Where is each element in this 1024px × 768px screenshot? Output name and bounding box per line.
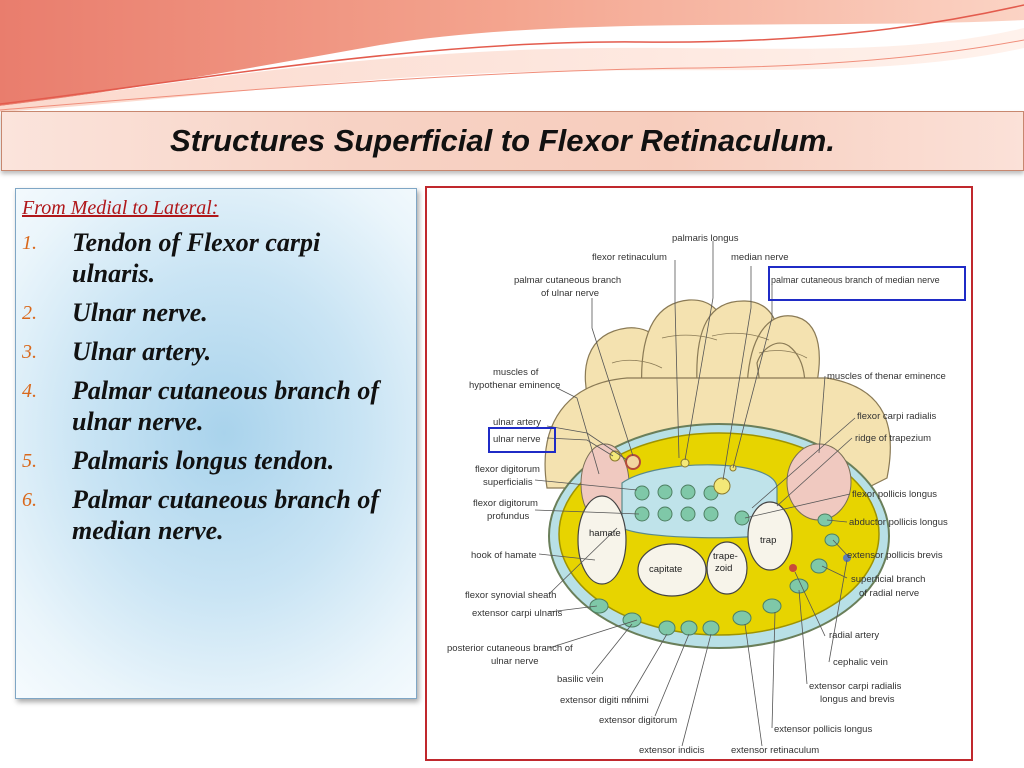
label-ecr-1: extensor carpi radialis bbox=[809, 681, 902, 692]
structures-list-panel: From Medial to Lateral: 1. Tendon of Flex… bbox=[15, 188, 417, 699]
label-muscles-thenar: muscles of thenar eminence bbox=[827, 371, 946, 382]
label-extensor-retinaculum: extensor retinaculum bbox=[731, 745, 819, 756]
label-fds-2: superficialis bbox=[483, 477, 533, 488]
ulnar-artery-circle bbox=[625, 454, 641, 470]
structures-list: 1. Tendon of Flexor carpi ulnaris. 2. Ulna… bbox=[22, 228, 406, 546]
label-posterior-cutaneous-2: ulnar nerve bbox=[491, 656, 539, 667]
bone-label-capitate: capitate bbox=[649, 564, 682, 575]
label-muscles-hypothenar-1: muscles of bbox=[493, 367, 539, 378]
list-item: 4. Palmar cutaneous branch of ulnar nerve… bbox=[22, 376, 406, 438]
list-item-number: 6. bbox=[22, 488, 37, 511]
label-fdp-2: profundus bbox=[487, 511, 530, 522]
label-superficial-radial-1: superficial branch bbox=[851, 574, 925, 585]
ulnar-nerve-circle bbox=[609, 450, 621, 462]
flexor-tendons bbox=[634, 484, 750, 526]
list-item-number: 3. bbox=[22, 340, 37, 363]
leader-lines bbox=[534, 241, 856, 747]
label-median-nerve: median nerve bbox=[731, 252, 789, 263]
radial-artery-dot bbox=[789, 564, 797, 572]
finger-creases bbox=[611, 332, 808, 369]
label-ecr-2: longus and brevis bbox=[820, 694, 895, 705]
list-item: 6. Palmar cutaneous branch of median nerv… bbox=[22, 485, 406, 547]
palmaris-longus-dot bbox=[680, 458, 690, 468]
label-extensor-pollicis-longus: extensor pollicis longus bbox=[774, 724, 872, 735]
list-item-number: 5. bbox=[22, 449, 37, 472]
label-extensor-indicis: extensor indicis bbox=[639, 745, 705, 756]
label-palmar-cutaneous-ulnar-1: palmar cutaneous branch bbox=[514, 275, 621, 286]
label-fds-1: flexor digitorum bbox=[475, 464, 540, 475]
label-muscles-hypothenar-2: hypothenar eminence bbox=[469, 380, 560, 391]
highlight-box-palmar-cutaneous-median bbox=[768, 266, 966, 301]
anatomy-figure-frame: hamate capitate trape- zoid trap bbox=[425, 186, 973, 761]
label-cephalic-vein: cephalic vein bbox=[833, 657, 888, 668]
list-item: 1. Tendon of Flexor carpi ulnaris. bbox=[22, 228, 406, 290]
thenar-muscle bbox=[786, 443, 852, 521]
list-item-text: Palmaris longus tendon. bbox=[72, 445, 335, 475]
bone-label-hamate: hamate bbox=[589, 528, 621, 539]
list-item-text: Ulnar artery. bbox=[72, 336, 212, 366]
list-item-text: Palmar cutaneous branch of median nerve. bbox=[72, 484, 379, 545]
label-ridge-of-trapezium: ridge of trapezium bbox=[855, 433, 931, 444]
slide-title: Structures Superficial to Flexor Retinac… bbox=[170, 123, 835, 158]
extensor-tendons bbox=[589, 513, 840, 636]
label-ulnar-artery: ulnar artery bbox=[493, 417, 541, 428]
label-hook-of-hamate: hook of hamate bbox=[471, 550, 537, 561]
highlight-box-ulnar-nerve bbox=[488, 427, 556, 453]
label-palmar-cutaneous-ulnar-2: of ulnar nerve bbox=[541, 288, 599, 299]
cephalic-vein-dot bbox=[843, 554, 851, 562]
label-fdp-1: flexor digitorum bbox=[473, 498, 538, 509]
label-radial-artery: radial artery bbox=[829, 630, 879, 641]
bone-label-trapezoid-1: trape- bbox=[713, 551, 738, 562]
median-nerve-circle bbox=[713, 477, 731, 495]
header-swoosh-decoration bbox=[0, 0, 1024, 112]
list-item-number: 2. bbox=[22, 301, 37, 324]
list-item-text: Ulnar nerve. bbox=[72, 297, 208, 327]
label-basilic-vein: basilic vein bbox=[557, 674, 603, 685]
wrist-cross-section-diagram: hamate capitate trape- zoid trap bbox=[447, 233, 966, 756]
label-extensor-digitorum: extensor digitorum bbox=[599, 715, 677, 726]
list-item: 3. Ulnar artery. bbox=[22, 337, 406, 368]
label-extensor-digiti-minimi: extensor digiti minimi bbox=[560, 695, 649, 706]
list-item-text: Tendon of Flexor carpi ulnaris. bbox=[72, 228, 321, 288]
list-item-text: Palmar cutaneous branch of ulnar nerve. bbox=[72, 375, 379, 436]
title-bar: Structures Superficial to Flexor Retinac… bbox=[1, 111, 1024, 171]
label-posterior-cutaneous-1: posterior cutaneous branch of bbox=[447, 643, 573, 654]
label-flexor-synovial-sheath: flexor synovial sheath bbox=[465, 590, 556, 601]
list-item-number: 1. bbox=[22, 232, 37, 254]
bone-label-trapezoid-2: zoid bbox=[715, 563, 732, 574]
label-flexor-retinaculum: flexor retinaculum bbox=[592, 252, 667, 263]
label-abductor-pollicis-longus: abductor pollicis longus bbox=[849, 517, 948, 528]
label-palmar-cutaneous-median: palmar cutaneous branch of median nerve bbox=[771, 275, 940, 285]
label-palmaris-longus: palmaris longus bbox=[672, 233, 739, 244]
label-extensor-pollicis-brevis: extensor pollicis brevis bbox=[847, 550, 943, 561]
label-extensor-carpi-ulnaris: extensor carpi ulnaris bbox=[472, 608, 563, 619]
label-superficial-radial-2: of radial nerve bbox=[859, 588, 919, 599]
list-item: 2. Ulnar nerve. bbox=[22, 298, 406, 329]
label-ulnar-nerve: ulnar nerve bbox=[493, 434, 541, 445]
carpal-bones bbox=[577, 495, 793, 597]
list-subheading: From Medial to Lateral: bbox=[22, 197, 219, 219]
label-flexor-pollicis-longus: flexor pollicis longus bbox=[852, 489, 937, 500]
bone-label-trap: trap bbox=[760, 535, 776, 546]
list-item-number: 4. bbox=[22, 379, 37, 402]
list-item: 5. Palmaris longus tendon. bbox=[22, 446, 406, 477]
label-flexor-carpi-radialis: flexor carpi radialis bbox=[857, 411, 936, 422]
